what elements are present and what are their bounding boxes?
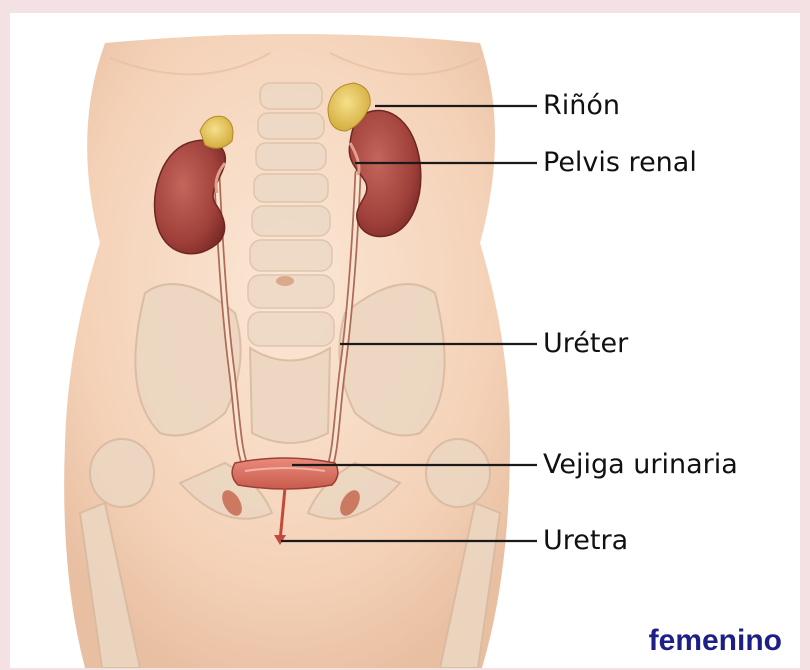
label-urethra: Uretra [543,527,628,554]
label-renal-pelvis: Pelvis renal [543,149,697,176]
label-ureter: Uréter [543,330,628,357]
urinary-system-illustration [10,13,800,668]
label-urinary-bladder: Vejiga urinaria [543,451,738,478]
caption-femenino: femenino [649,626,782,656]
urinary-bladder [232,458,338,489]
diagram-panel: Riñón Pelvis renal Uréter Vejiga urinari… [10,13,800,668]
spine [248,83,334,346]
label-kidney: Riñón [543,92,620,119]
